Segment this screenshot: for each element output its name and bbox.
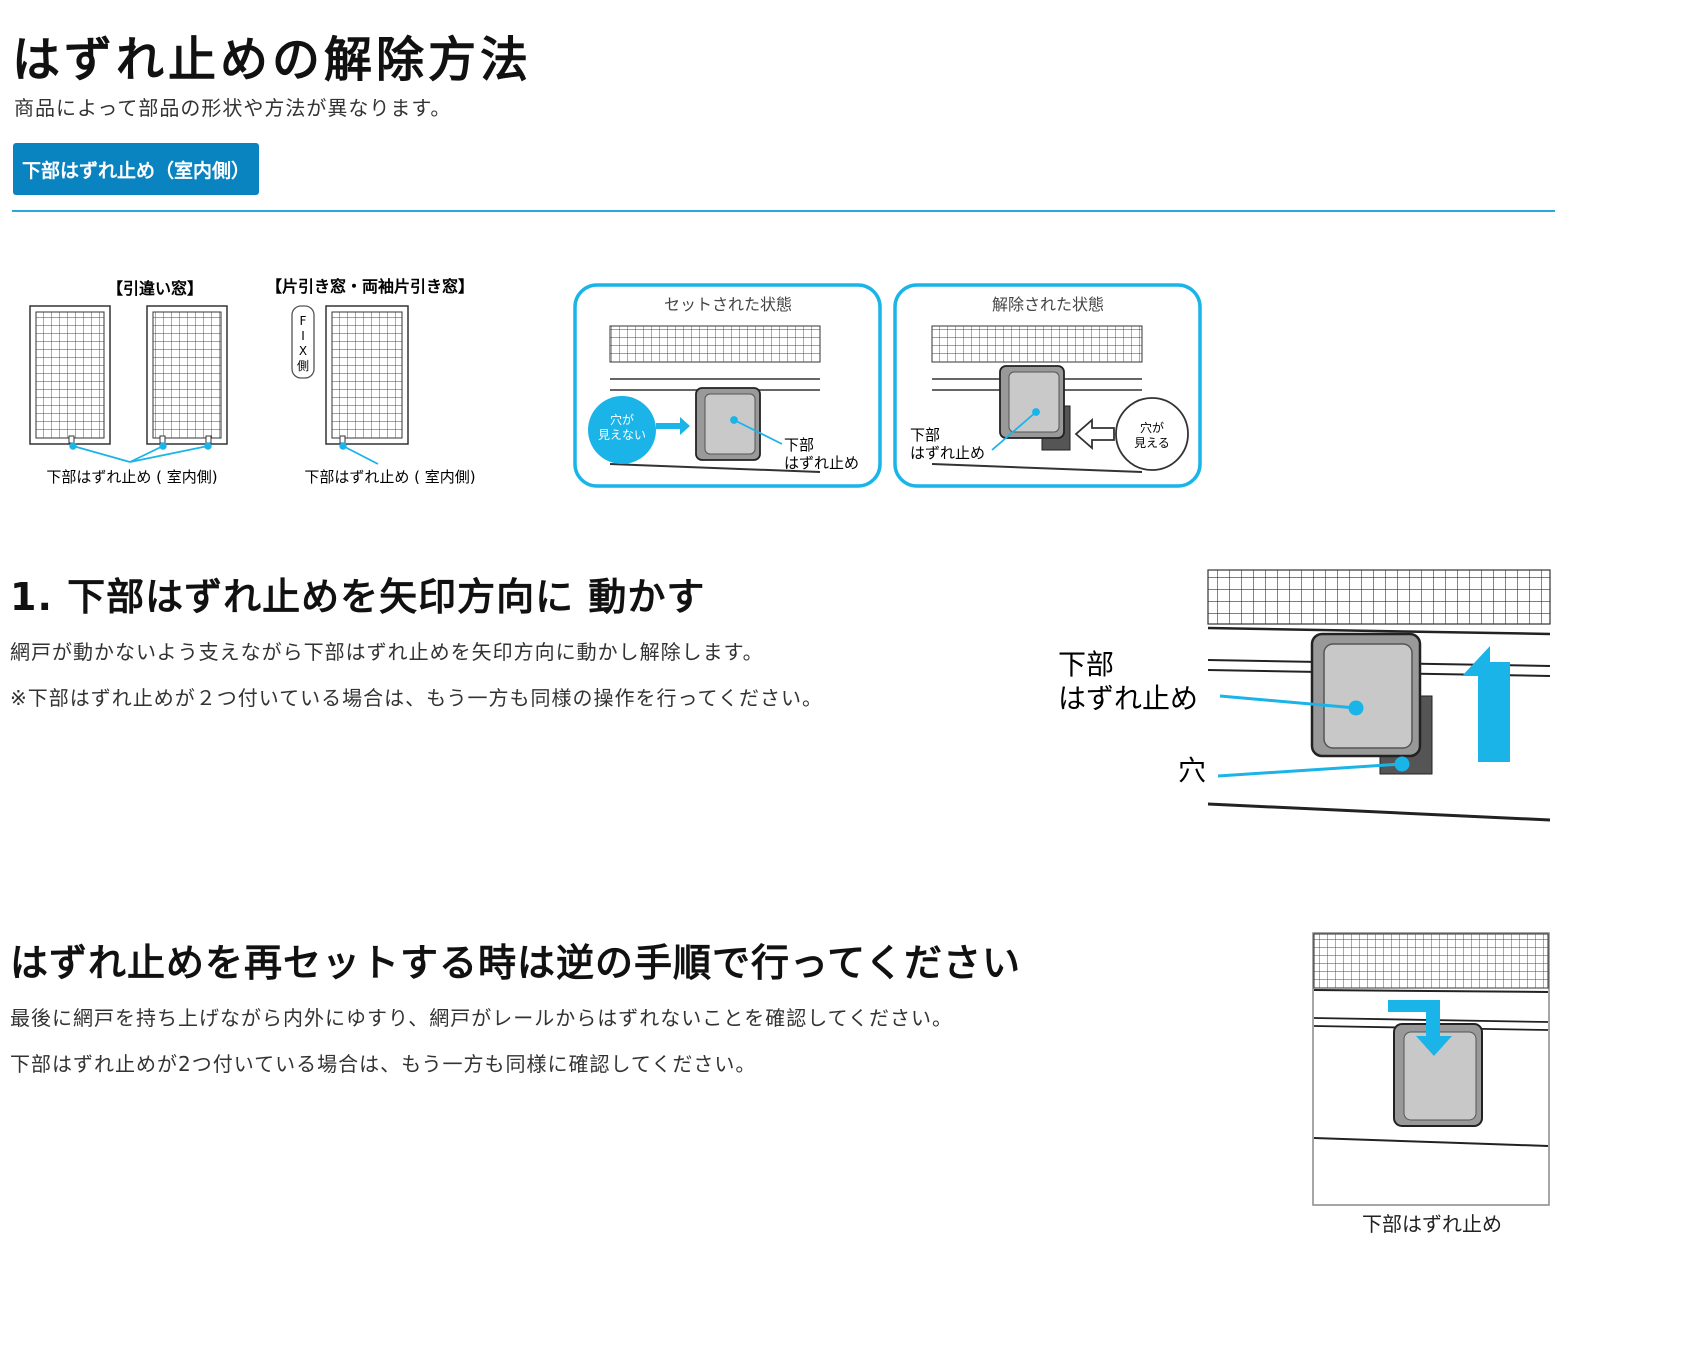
released-state-illustration: 解除された状態 下部 はずれ止め 穴が 見える: [893, 283, 1202, 488]
sliding-window-right-pane: [146, 305, 228, 445]
page-subtitle: 商品によって部品の形状や方法が異なります。: [14, 96, 452, 120]
caption-a-leaders: [69, 442, 212, 463]
set-part-label-1: 下部: [784, 436, 814, 454]
hole-visible-bubble: [1115, 397, 1189, 471]
step1-heading: 1. 下部はずれ止めを矢印方向に 動かす: [10, 575, 706, 619]
caption-b: 下部はずれ止め ( 室内側): [304, 468, 475, 486]
tab-lower-stopper[interactable]: 下部はずれ止め（室内側）: [13, 143, 259, 195]
fix-side-tag: F I X 側: [291, 305, 315, 379]
svg-text:I: I: [301, 329, 305, 343]
caption-a: 下部はずれ止め ( 室内側): [46, 468, 217, 486]
window-a-label: 【引違い窓】: [107, 279, 203, 298]
caption-b-leader: [339, 442, 379, 465]
step1-text: 網戸が動かないよう支えながら下部はずれ止めを矢印方向に動かし解除します。: [10, 640, 764, 664]
fig-hole-label: 穴: [1178, 754, 1206, 787]
single-sliding-window-pane: [325, 305, 409, 445]
reset-illustration: [1312, 932, 1550, 1206]
page-title: はずれ止めの解除方法: [12, 32, 533, 88]
hole-hidden-text-1: 穴が: [610, 412, 634, 427]
stopper-part: [695, 387, 761, 461]
released-state-title: 解除された状態: [992, 295, 1104, 314]
fig-part-label-1: 下部: [1058, 648, 1114, 681]
arrow-down-icon: [1388, 1000, 1452, 1056]
window-types-illustration: 【引違い窓】 【片引き窓・両袖片引き窓】 下部はずれ止め ( 室内側) F I …: [29, 277, 476, 486]
arrow-up-icon: [1462, 646, 1510, 762]
svg-text:F: F: [300, 314, 307, 328]
hole-hidden-text-2: 見えない: [598, 428, 646, 442]
sliding-window-left-pane: [29, 305, 111, 445]
reset-heading: はずれ止めを再セットする時は逆の手順で行ってください: [10, 941, 1021, 985]
step1-illustration: 下部 はずれ止め 穴: [1058, 569, 1551, 822]
set-state-title: セットされた状態: [664, 295, 792, 314]
arrow-right-icon: [656, 417, 690, 435]
hole-visible-text-1: 穴が: [1140, 420, 1164, 435]
released-part-label-2: はずれ止め: [910, 444, 985, 462]
tab-divider: [12, 210, 1555, 212]
reset-text: 最後に網戸を持ち上げながら内外にゆすり、網戸がレールからはずれないことを確認して…: [10, 1006, 953, 1030]
stopper-part: [1310, 632, 1422, 758]
hole-visible-text-2: 見える: [1134, 436, 1170, 450]
svg-text:X: X: [299, 344, 307, 358]
svg-text:側: 側: [297, 359, 309, 373]
set-part-label-2: はずれ止め: [784, 454, 859, 472]
set-state-illustration: セットされた状態 穴が 見えない 下部 はずれ止め: [573, 283, 882, 488]
fig-part-label-2: はずれ止め: [1058, 682, 1198, 715]
hole-hidden-bubble: [588, 396, 656, 464]
reset-note: 下部はずれ止めが2つ付いている場合は、もう一方も同様に確認してください。: [10, 1052, 757, 1076]
window-b-label: 【片引き窓・両袖片引き窓】: [266, 277, 474, 296]
stopper-part-lifted: [999, 365, 1065, 439]
released-part-label-1: 下部: [910, 426, 940, 444]
reset-fig-caption: 下部はずれ止め: [1362, 1212, 1502, 1236]
step1-note: ※下部はずれ止めが２つ付いている場合は、もう一方も同様の操作を行ってください。: [10, 686, 823, 710]
arrow-left-icon: [1074, 418, 1115, 450]
